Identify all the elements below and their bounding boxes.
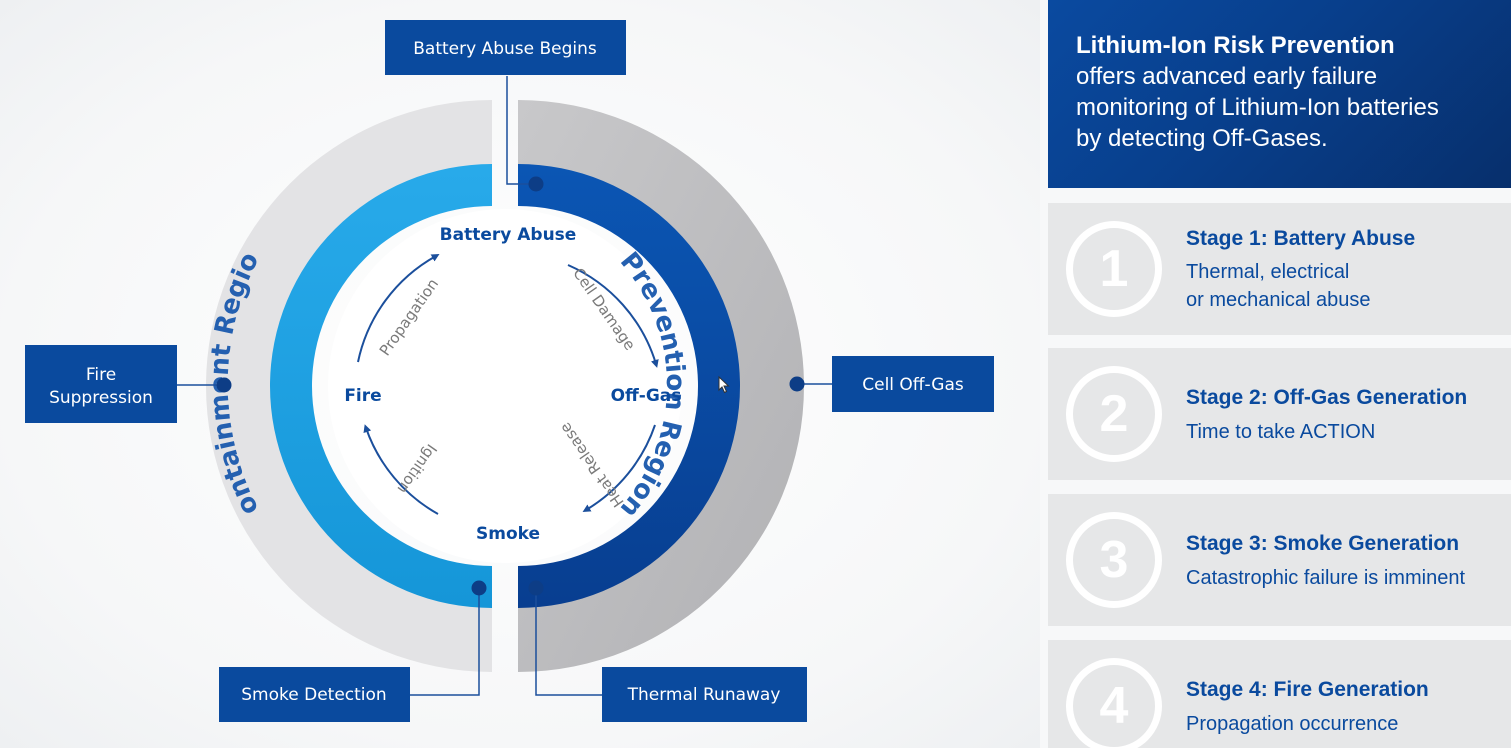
svg-text:Cell Off-Gas: Cell Off-Gas [862,375,964,395]
svg-text:Battery Abuse Begins: Battery Abuse Begins [413,39,597,59]
stage-description: Propagation occurrence [1186,713,1399,735]
svg-text:Suppression: Suppression [49,388,153,408]
dot-smoke-detection [471,580,487,596]
svg-text:Thermal Runaway: Thermal Runaway [627,685,781,705]
arrow-propagation [357,254,440,363]
arrow-heat-release [582,424,656,513]
node-smoke: Smoke [476,524,540,544]
stage-number-badge: 3 [1066,512,1162,608]
stage-title: Stage 4: Fire Generation [1186,678,1429,701]
dot-cell-off-gas [789,376,805,392]
header-line: offers advanced early failure [1076,63,1378,90]
svg-text:Fire: Fire [86,365,116,385]
callout-fire-suppression: Fire Suppression [25,345,177,423]
stage-title: Stage 2: Off-Gas Generation [1186,386,1468,409]
callout-connectors [177,76,832,696]
connector-dots [216,176,805,596]
info-header: Lithium-Ion Risk Prevention offers advan… [1048,0,1511,188]
header-title: Lithium-Ion Risk Prevention [1076,32,1395,59]
containment-region-label: Containment Region [0,0,265,520]
node-fire: Fire [344,386,381,406]
dot-battery-abuse [528,176,544,192]
callout-battery-abuse-begins: Battery Abuse Begins [385,20,626,75]
header-line: by detecting Off-Gases. [1076,125,1328,152]
callout-cell-off-gas: Cell Off-Gas [832,356,994,412]
stage-description: Catastrophic failure is imminent [1186,567,1465,589]
callout-smoke-detection: Smoke Detection [219,667,410,722]
stage-description: or mechanical abuse [1186,289,1371,311]
node-off-gas: Off-Gas [611,386,682,406]
dot-thermal-runaway [528,580,544,596]
stage-description: Time to take ACTION [1186,421,1376,443]
svg-text:Smoke Detection: Smoke Detection [241,685,386,705]
stage-card-3: 3 Stage 3: Smoke Generation Catastrophic… [1048,494,1511,626]
header-line: monitoring of Lithium-Ion batteries [1076,94,1439,121]
stage-number-badge: 2 [1066,366,1162,462]
stage-card-1: 1 Stage 1: Battery Abuse Thermal, electr… [1048,203,1511,335]
center-disc [328,209,682,563]
outer-ring-containment [206,100,492,672]
dot-fire-suppression [216,377,232,393]
inner-ring-containment [270,164,492,608]
battery-failure-cycle-diagram: Prevention Region Containment Region Bat… [0,0,994,722]
inner-ring-prevention [518,164,740,608]
node-battery-abuse: Battery Abuse [440,225,577,245]
stage-description: Thermal, electrical [1186,261,1350,283]
stage-number-badge: 4 [1066,658,1162,748]
stage-title: Stage 3: Smoke Generation [1186,532,1460,555]
arrow-ignition [363,424,439,515]
arrow-cell-damage [567,264,659,368]
stage-card-2: 2 Stage 2: Off-Gas Generation Time to ta… [1048,348,1511,480]
stage-card-4: 4 Stage 4: Fire Generation Propagation o… [1048,640,1511,748]
mouse-cursor-icon [718,376,730,394]
callout-thermal-runaway: Thermal Runaway [602,667,807,722]
stage-title: Stage 1: Battery Abuse [1186,227,1416,250]
outer-ring-prevention [518,100,804,672]
stage-number-badge: 1 [1066,221,1162,317]
